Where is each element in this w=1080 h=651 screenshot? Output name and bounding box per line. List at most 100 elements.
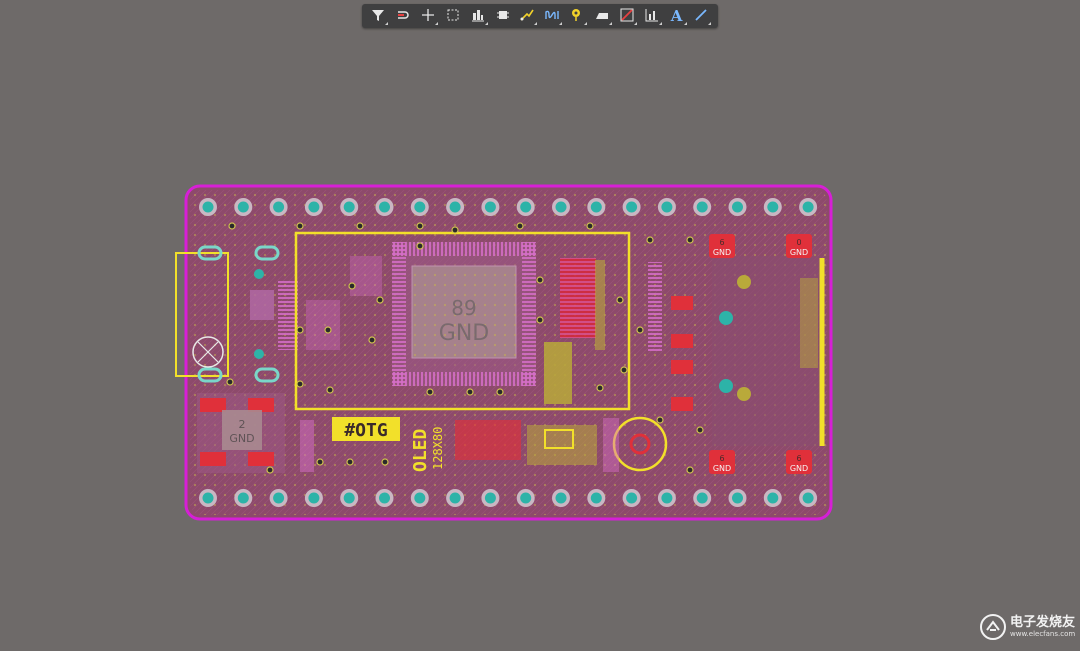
via <box>376 296 384 304</box>
via <box>636 326 644 334</box>
via <box>686 236 694 244</box>
watermark-url: www.elecfans.com <box>1010 630 1076 638</box>
tool-line-button[interactable] <box>691 6 712 26</box>
via <box>296 380 304 388</box>
via <box>228 222 236 230</box>
route-icon <box>395 7 411 26</box>
watermark: 电子发烧友 www.elecfans.com <box>980 614 1075 640</box>
header-pin-hole <box>273 492 285 504</box>
tool-text-button[interactable]: A <box>667 6 687 26</box>
via <box>356 222 364 230</box>
header-pin-hole <box>696 492 708 504</box>
mcu-footprint: 89 GND <box>294 231 631 411</box>
chip-pad-net: GND <box>439 321 489 346</box>
header-pin-hole <box>626 492 638 504</box>
via-icon <box>569 7 585 26</box>
tool-route-button[interactable] <box>517 6 538 26</box>
via <box>516 222 524 230</box>
via <box>426 388 434 396</box>
via <box>686 466 694 474</box>
align-icon <box>470 7 486 26</box>
svg-text:6: 6 <box>796 454 801 463</box>
watermark-logo-icon <box>980 614 1006 640</box>
header-pin-hole <box>520 201 532 213</box>
via <box>496 388 504 396</box>
header-pin-hole <box>308 201 320 213</box>
via <box>646 236 654 244</box>
header-pin-hole <box>626 201 638 213</box>
otg-label: #OTG <box>344 420 387 441</box>
header-pin-hole <box>661 201 673 213</box>
tool-place-via-button[interactable] <box>567 6 588 26</box>
header-pin-hole <box>520 492 532 504</box>
tool-dimension-button[interactable] <box>642 6 662 26</box>
via <box>381 458 389 466</box>
tool-polygon-button[interactable] <box>592 6 613 26</box>
header-pin-hole <box>202 201 214 213</box>
vias <box>226 222 704 474</box>
via <box>296 222 304 230</box>
header-pin-hole <box>555 201 567 213</box>
gnd-pad-top-right: 0 GND <box>786 234 812 258</box>
rect-select-icon <box>445 7 461 26</box>
usb-connector <box>175 245 298 383</box>
via <box>316 458 324 466</box>
line-icon <box>693 7 709 26</box>
header-pin-hole <box>767 492 779 504</box>
component-icon <box>495 7 511 26</box>
via <box>596 384 604 392</box>
header-pin-hole <box>273 201 285 213</box>
via <box>226 378 234 386</box>
via <box>451 226 459 234</box>
tool-keepout-button[interactable] <box>617 6 637 26</box>
gnd-pad-top-left: 6 GND <box>709 234 735 258</box>
svg-text:GND: GND <box>713 248 731 257</box>
header-pin-hole <box>732 492 743 504</box>
header-pin-hole <box>732 201 743 213</box>
via <box>696 426 704 434</box>
header-pin-hole <box>343 492 355 504</box>
top-header-pins <box>199 198 818 216</box>
header-pin-hole <box>379 201 390 213</box>
regulator-pad-net: GND <box>229 432 254 445</box>
via <box>326 386 334 394</box>
chip-pad-number: 89 <box>451 296 476 320</box>
svg-text:6: 6 <box>719 238 724 247</box>
svg-text:6: 6 <box>719 454 724 463</box>
via <box>346 458 354 466</box>
tool-select-rectangle-button[interactable] <box>443 6 463 26</box>
gnd-pad-bottom-right: 6 GND <box>786 450 812 474</box>
route-pen-icon <box>519 7 535 26</box>
tool-filter-button[interactable] <box>368 6 389 26</box>
via <box>586 222 594 230</box>
via <box>536 316 544 324</box>
via <box>266 466 274 474</box>
via <box>656 416 664 424</box>
via <box>466 388 474 396</box>
regulator: 2 GND <box>197 393 285 473</box>
via <box>416 222 424 230</box>
oled-label: OLED <box>410 428 431 472</box>
via <box>324 326 332 334</box>
tool-place-component-2-button[interactable] <box>493 6 513 26</box>
via <box>616 296 624 304</box>
svg-text:GND: GND <box>790 248 808 257</box>
header-pin-hole <box>661 492 673 504</box>
header-pin-hole <box>237 492 249 504</box>
gnd-pad-bottom-left: 6 GND <box>709 450 735 474</box>
tool-place-component-button[interactable] <box>418 6 439 26</box>
tool-diff-pair-button[interactable] <box>542 6 563 26</box>
header-pin-hole <box>414 492 426 504</box>
filter-icon <box>370 7 386 26</box>
tool-interactive-route-button[interactable] <box>393 6 413 26</box>
via <box>368 336 376 344</box>
header-pin-hole <box>802 492 814 504</box>
via <box>416 242 424 250</box>
oled-size-label: 128X80 <box>431 427 445 470</box>
header-pin-hole <box>308 492 320 504</box>
header-pin-hole <box>449 492 461 504</box>
regulator-pad-number: 2 <box>239 418 246 431</box>
tool-align-button[interactable] <box>468 6 488 26</box>
via <box>536 276 544 284</box>
